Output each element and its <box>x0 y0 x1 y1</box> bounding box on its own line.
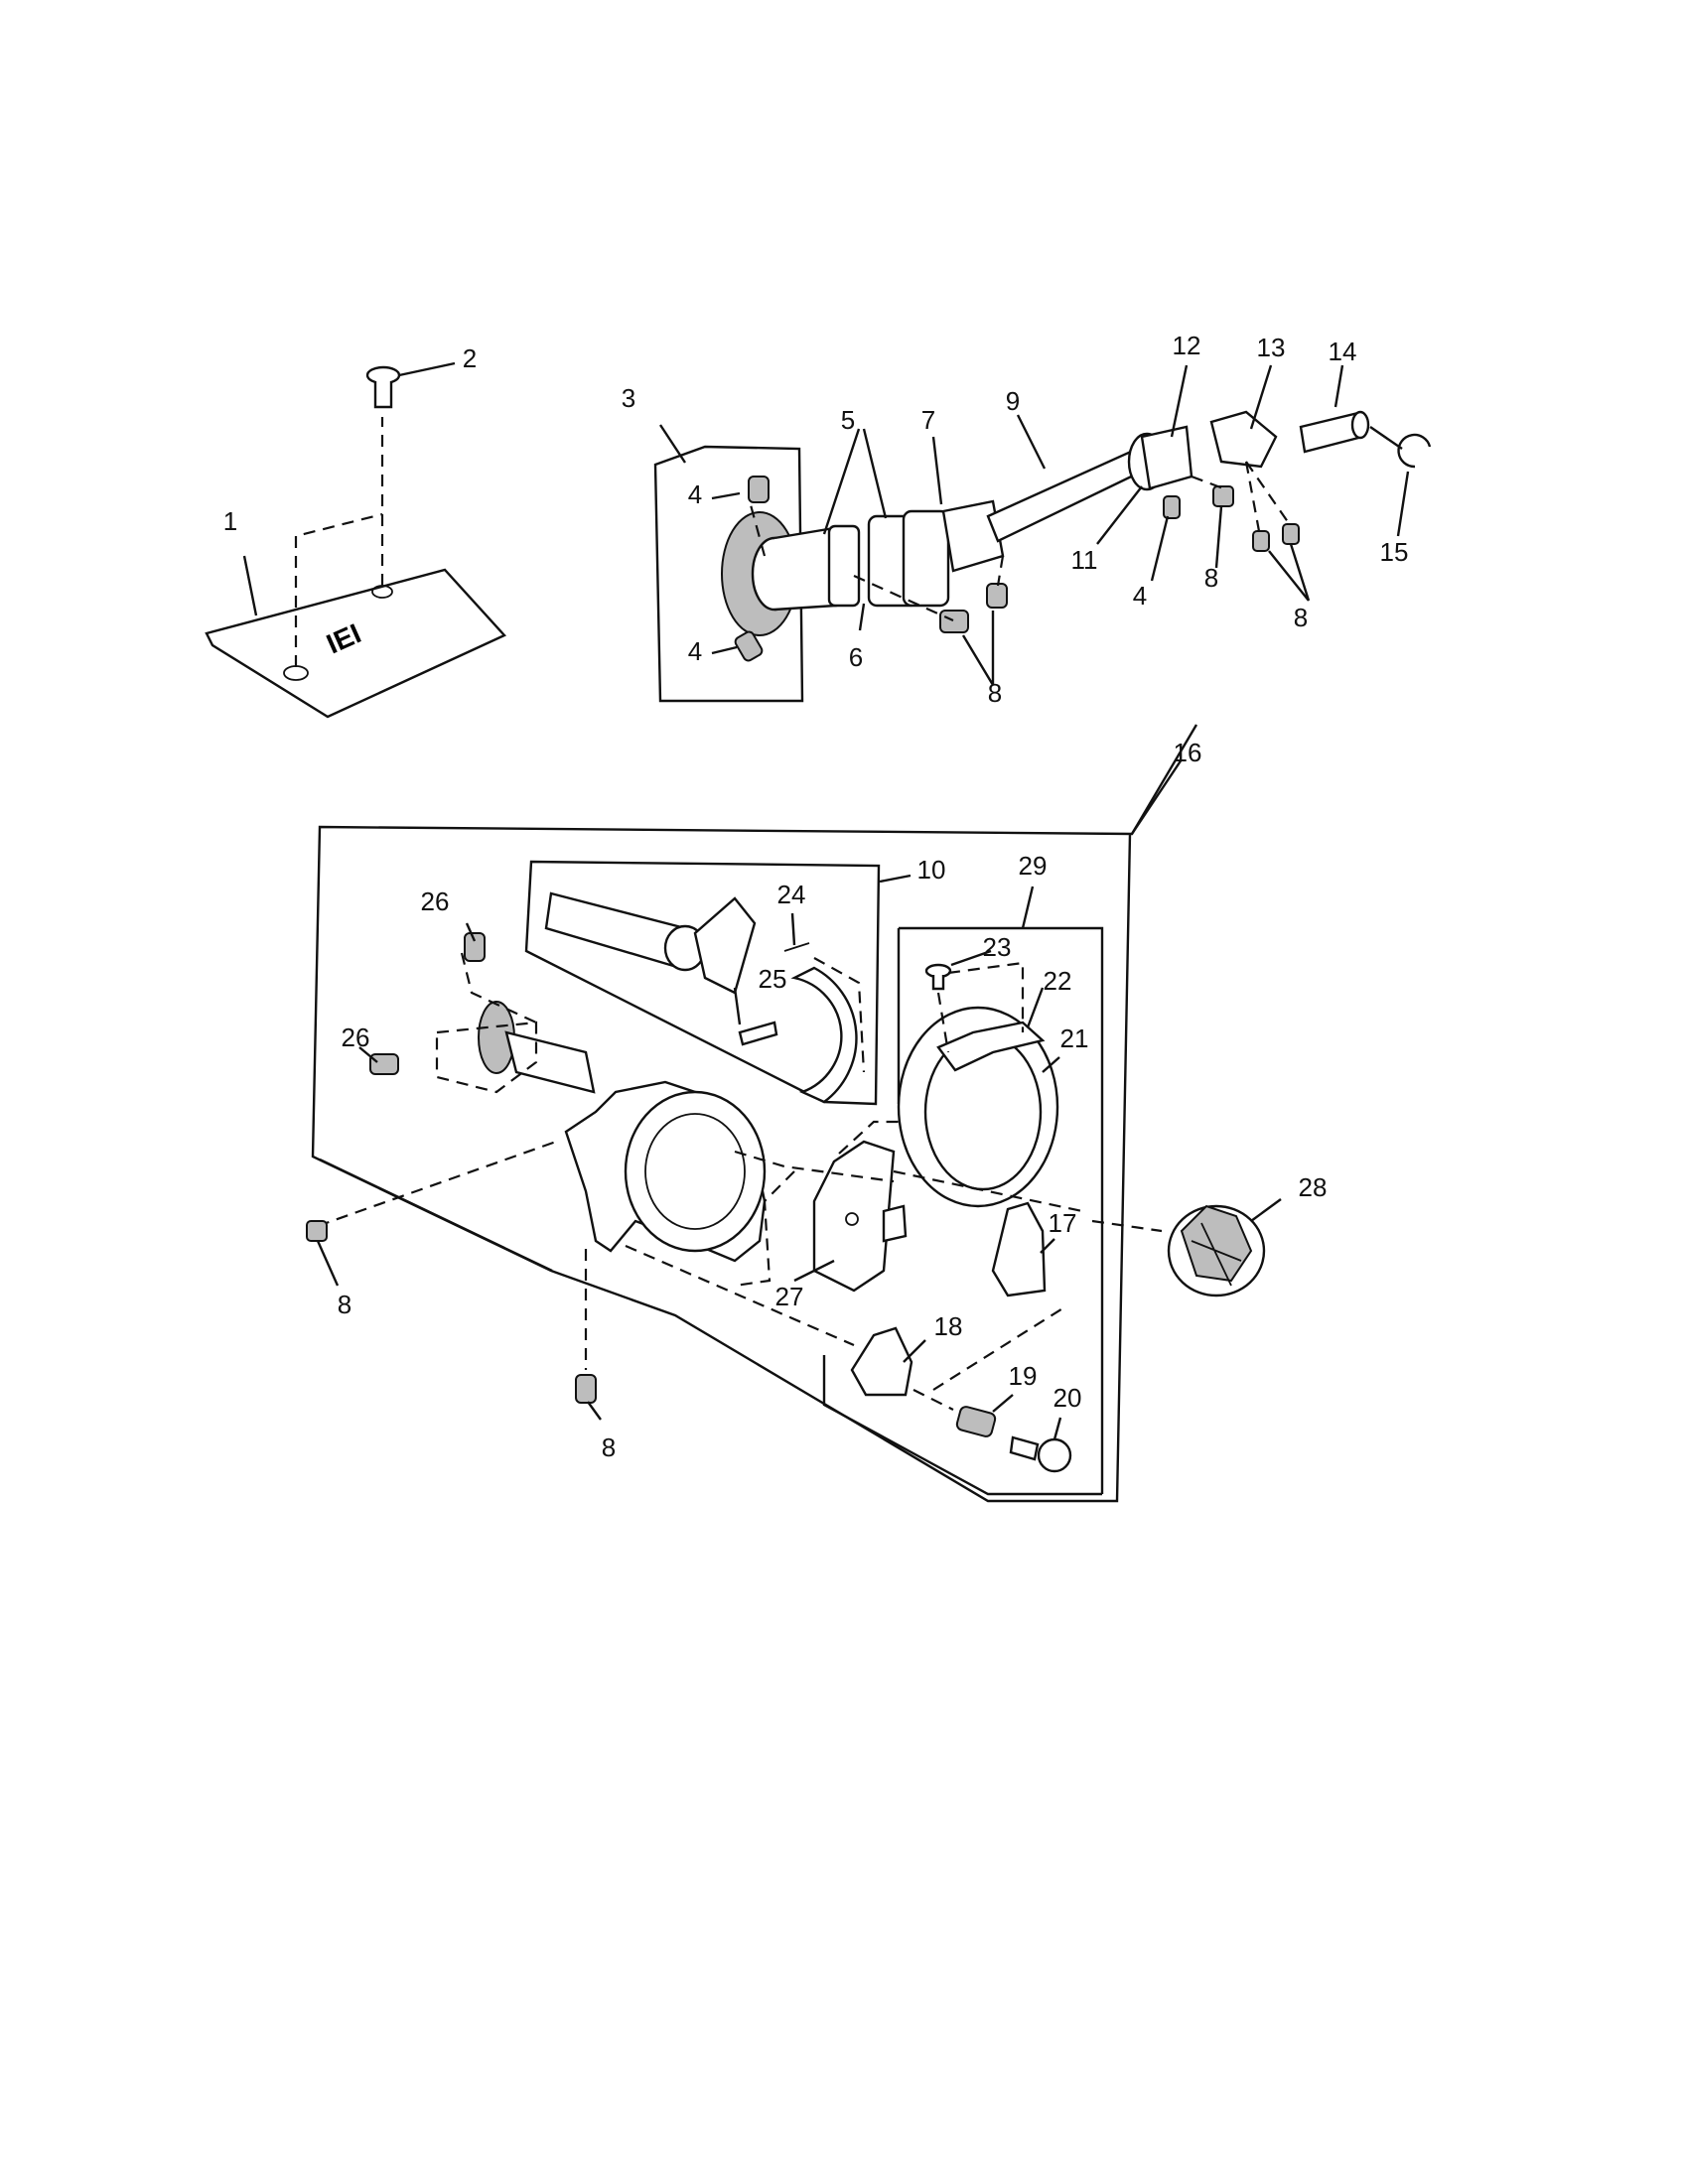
callout-15: 15 <box>1380 537 1409 567</box>
bobbin-base <box>812 1140 908 1293</box>
shaft-collars <box>827 509 950 608</box>
hook-ring <box>897 1006 1059 1208</box>
bobbin-case <box>1167 1204 1266 1297</box>
callout-21: 21 <box>1060 1024 1089 1053</box>
bevel-gear <box>721 511 838 636</box>
shaft-bushing <box>1127 425 1193 491</box>
hook-shaft <box>544 891 757 995</box>
hook-housing <box>564 1080 767 1263</box>
lower-set-screws <box>306 932 597 1404</box>
callout-9: 9 <box>1006 386 1020 416</box>
callout-13: 13 <box>1257 333 1286 362</box>
callout-8a: 8 <box>988 678 1002 708</box>
callout-1: 1 <box>223 506 237 536</box>
screw-23 <box>924 963 952 991</box>
callout-16: 16 <box>1174 738 1202 767</box>
callout-25: 25 <box>759 964 787 994</box>
pin <box>1299 410 1370 454</box>
callout-10: 10 <box>917 855 946 885</box>
callout-19: 19 <box>1009 1361 1038 1391</box>
spring-19 <box>955 1406 997 1437</box>
callout-26a: 26 <box>421 887 450 916</box>
callout-3: 3 <box>622 383 635 413</box>
callout-8c: 8 <box>1294 603 1308 632</box>
callout-26b: 26 <box>342 1023 370 1052</box>
callout-7: 7 <box>921 405 935 435</box>
callout-17: 17 <box>1049 1208 1077 1238</box>
callout-4c: 4 <box>1133 581 1147 611</box>
callout-11: 11 <box>1071 545 1098 575</box>
callout-8e: 8 <box>602 1433 616 1462</box>
callout-4a: 4 <box>688 479 702 509</box>
callout-6: 6 <box>849 642 863 672</box>
callout-20: 20 <box>1053 1383 1082 1413</box>
callout-14: 14 <box>1329 337 1357 366</box>
callout-8b: 8 <box>1204 563 1218 593</box>
callout-4b: 4 <box>688 636 702 666</box>
callout-18: 18 <box>934 1311 963 1341</box>
callout-8d: 8 <box>338 1290 351 1319</box>
plate-screw <box>365 365 401 409</box>
callout-29: 29 <box>1019 851 1048 881</box>
callout-5: 5 <box>841 405 855 435</box>
callout-23: 23 <box>983 932 1012 962</box>
set-screws <box>734 476 1300 662</box>
callout-28: 28 <box>1299 1172 1328 1202</box>
lower-bevel-gear <box>478 1001 596 1094</box>
callout-24: 24 <box>777 880 806 909</box>
needle-plate: IEI <box>205 568 506 719</box>
callout-27: 27 <box>775 1282 804 1311</box>
callout-12: 12 <box>1173 331 1201 360</box>
callout-22: 22 <box>1044 966 1072 996</box>
screw-20 <box>1009 1435 1072 1473</box>
callout-2: 2 <box>463 343 477 373</box>
